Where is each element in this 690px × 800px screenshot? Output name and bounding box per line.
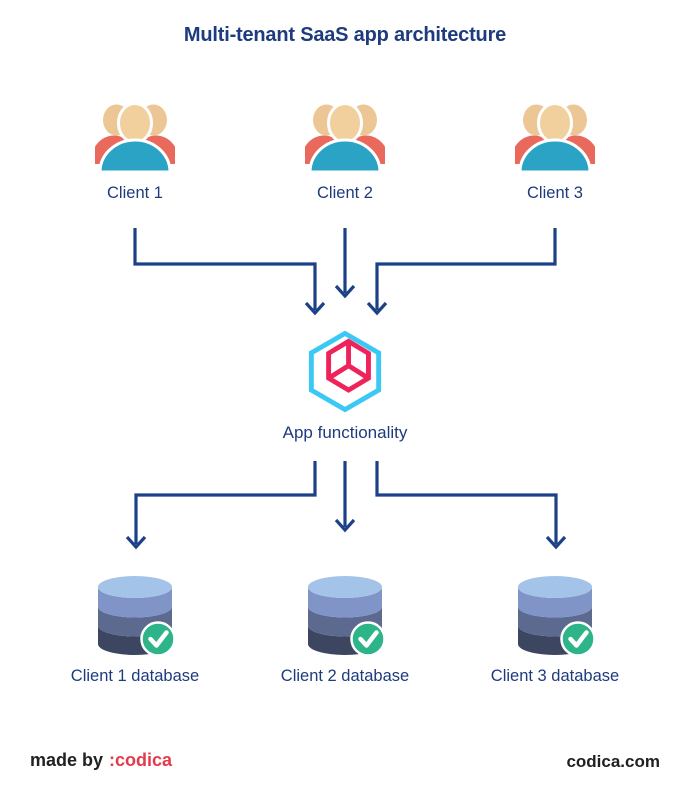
database-cylinder-icon: [518, 576, 596, 657]
user-group-icon: [95, 102, 175, 174]
made-by-label: made by: [30, 750, 104, 770]
connector-client1-to-app: [133, 228, 317, 310]
made-by-attribution: made by:codica: [30, 750, 172, 771]
app-functionality-label: App functionality: [282, 423, 408, 442]
arrowhead-icon: [334, 284, 356, 299]
connector-app-to-db3: [375, 461, 558, 544]
arrowhead-icon: [125, 535, 147, 550]
codica-site-link: codica.com: [566, 752, 660, 771]
arrowhead-icon: [304, 301, 326, 316]
check-icon: [568, 630, 589, 648]
arrowhead-icon: [366, 301, 388, 316]
hexagon-cube-icon: [308, 330, 382, 413]
arrowhead-icon: [334, 518, 356, 533]
codica-logo-text: :codica: [109, 750, 173, 770]
client-label: Client 1: [107, 184, 163, 202]
check-icon: [148, 630, 169, 648]
database-label: Client 3 database: [490, 667, 620, 685]
client-label: Client 3: [527, 184, 583, 202]
database-label: Client 2 database: [280, 667, 410, 685]
connector-client3-to-app: [375, 228, 557, 310]
user-group-icon: [515, 102, 595, 174]
database-cylinder-icon: [308, 576, 386, 657]
check-circle-icon: [560, 621, 596, 657]
check-circle-icon: [350, 621, 386, 657]
check-circle-icon: [140, 621, 176, 657]
connector-app-to-db1: [134, 461, 317, 544]
arrowhead-icon: [545, 535, 567, 550]
diagram-title: Multi-tenant SaaS app architecture: [183, 24, 507, 46]
user-group-icon: [305, 102, 385, 174]
database-label: Client 1 database: [70, 667, 200, 685]
client-label: Client 2: [317, 184, 373, 202]
check-icon: [358, 630, 379, 648]
database-cylinder-icon: [98, 576, 176, 657]
